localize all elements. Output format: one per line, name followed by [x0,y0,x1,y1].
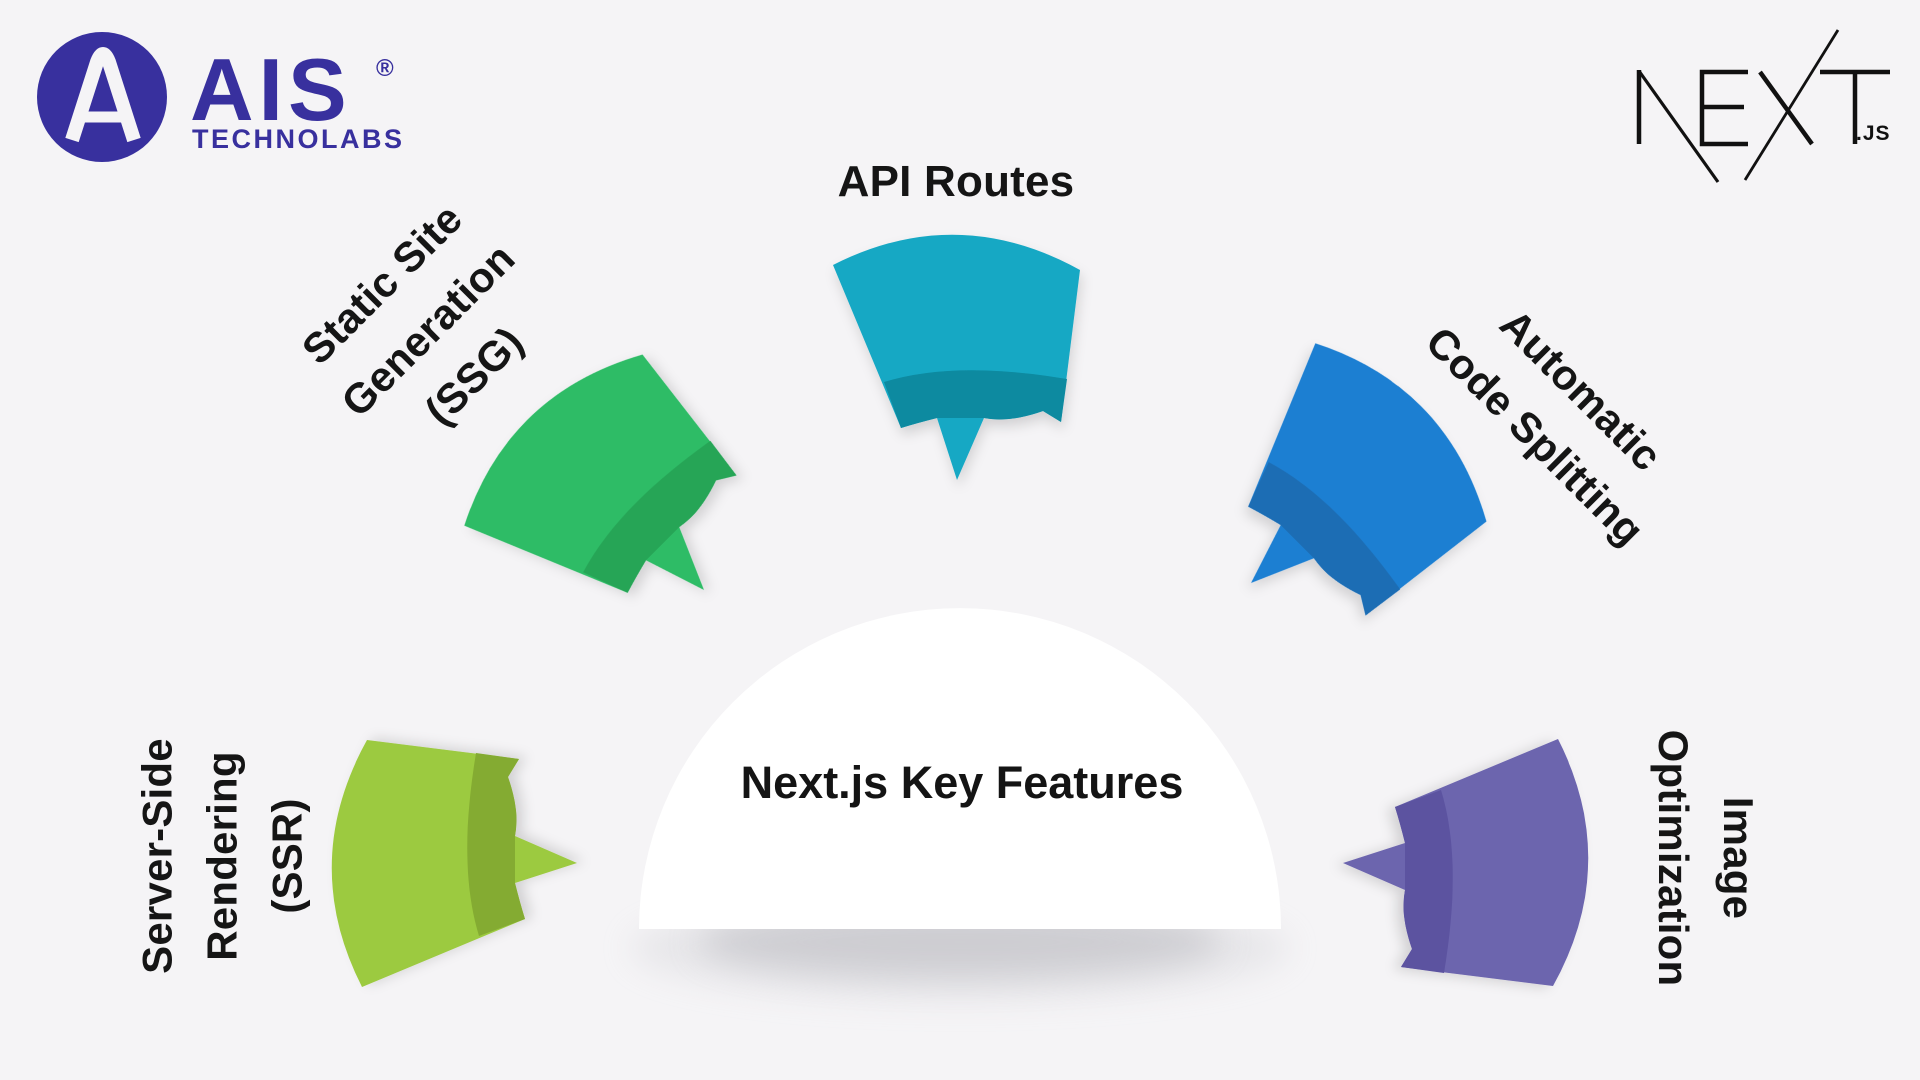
nextjs-e-glyph [1699,69,1748,147]
nextjs-x-diagonal-up [1743,29,1840,181]
wedge-image-optimization [1343,739,1589,986]
feature-label-line: API Routes [837,156,1075,206]
nextjs-x-diagonal-down [1758,70,1814,146]
nextjs-logo: .JS [1636,29,1891,183]
center-dome [639,608,1281,929]
wedge-server-side-rendering [331,740,577,987]
wedge-body [833,234,1080,480]
feature-label-line: (SSR) [263,798,311,914]
ais-subtitle-text: TECHNOLABS [192,124,405,154]
label-image-optimization: Image Optimization [1641,730,1771,987]
ais-acronym-text: AIS [190,40,352,139]
ais-logo: AIS ® TECHNOLABS [37,32,405,162]
ais-a-glyph [65,47,141,143]
feature-label-line: Optimization [1650,729,1697,987]
wedge-body [331,740,577,987]
center-title: Next.js Key Features [740,757,1184,808]
ais-registered-mark: ® [376,55,394,82]
wedge-body [1343,739,1589,986]
feature-label-line: Server-Side [133,738,181,974]
label-api-routes: API Routes [838,148,1075,216]
nextjs-suffix-text: .JS [1856,122,1891,145]
feature-label-line: Image [1715,796,1763,920]
feature-label-line: Rendering [198,751,246,961]
label-server-side-rendering: Server-Side Rendering (SSR) [124,738,319,974]
wedge-api-routes [833,234,1080,480]
nextjs-n-diagonal [1637,70,1720,183]
